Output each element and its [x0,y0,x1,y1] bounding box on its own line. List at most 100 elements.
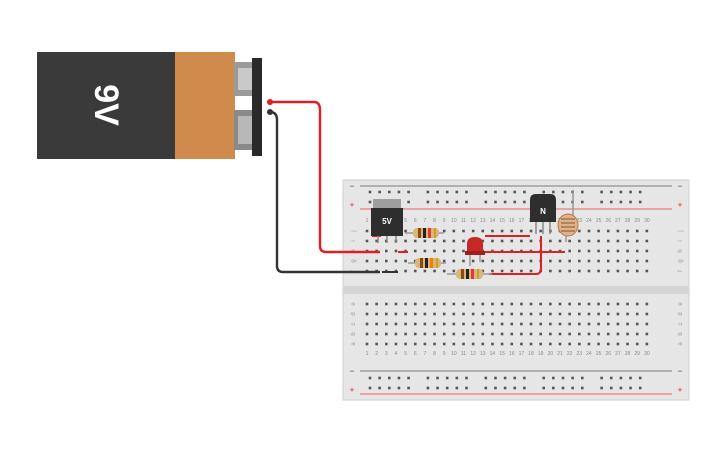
breadboard-hole[interactable] [442,342,446,346]
breadboard-hole[interactable] [520,302,523,306]
breadboard-hole[interactable] [520,312,523,316]
breadboard-hole[interactable] [520,322,523,326]
breadboard-hole[interactable] [433,249,436,253]
breadboard-hole[interactable] [462,312,465,316]
breadboard-hole[interactable] [375,259,378,263]
rail-hole[interactable] [609,376,613,380]
breadboard-hole[interactable] [568,332,571,336]
breadboard-hole[interactable] [500,302,504,306]
breadboard-hole[interactable] [626,249,629,253]
voltage-regulator[interactable]: 5V [371,199,403,243]
breadboard-hole[interactable] [597,269,600,273]
breadboard-hole[interactable] [423,312,427,316]
rail-hole[interactable] [542,190,545,194]
rail-hole[interactable] [484,200,488,204]
breadboard-hole[interactable] [597,332,600,336]
breadboard-hole[interactable] [394,259,398,263]
breadboard-hole[interactable] [645,302,649,306]
rail-hole[interactable] [368,200,372,204]
rail-hole[interactable] [494,200,497,204]
breadboard-hole[interactable] [510,302,514,306]
breadboard-hole[interactable] [404,342,407,346]
breadboard-hole[interactable] [491,302,494,306]
breadboard-hole[interactable] [404,302,407,306]
breadboard-hole[interactable] [413,269,417,273]
rail-hole[interactable] [407,200,410,204]
breadboard-hole[interactable] [558,259,562,263]
breadboard-hole[interactable] [481,259,485,263]
breadboard-hole[interactable] [645,229,649,233]
breadboard-hole[interactable] [616,259,620,263]
rail-hole[interactable] [494,376,497,380]
rail-hole[interactable] [571,376,574,380]
breadboard-hole[interactable] [385,249,388,253]
breadboard-hole[interactable] [587,302,591,306]
rail-hole[interactable] [561,376,565,380]
breadboard-hole[interactable] [606,322,610,326]
breadboard-hole[interactable] [635,332,639,336]
rail-hole[interactable] [378,386,381,390]
breadboard-hole[interactable] [375,239,378,243]
breadboard-hole[interactable] [549,302,552,306]
breadboard-hole[interactable] [500,239,504,243]
breadboard-hole[interactable] [587,342,591,346]
breadboard-hole[interactable] [452,239,456,243]
breadboard-hole[interactable] [626,269,629,273]
breadboard-hole[interactable] [433,342,436,346]
breadboard-hole[interactable] [606,342,610,346]
resistor-1[interactable] [405,228,444,238]
rail-hole[interactable] [581,386,584,390]
photoresistor[interactable] [557,190,579,242]
breadboard-hole[interactable] [385,259,388,263]
rail-hole[interactable] [397,386,401,390]
breadboard-hole[interactable] [568,342,571,346]
breadboard-hole[interactable] [578,229,581,233]
breadboard-hole[interactable] [375,312,378,316]
breadboard-hole[interactable] [365,229,369,233]
rail-hole[interactable] [523,386,526,390]
breadboard-hole[interactable] [635,269,639,273]
rail-hole[interactable] [609,200,613,204]
breadboard-hole[interactable] [529,332,533,336]
breadboard-hole[interactable] [442,332,446,336]
rail-hole[interactable] [561,190,565,194]
breadboard-hole[interactable] [510,332,514,336]
breadboard-hole[interactable] [471,259,475,263]
breadboard-hole[interactable] [481,342,485,346]
breadboard-hole[interactable] [520,269,523,273]
rail-hole[interactable] [426,190,430,194]
rail-hole[interactable] [407,376,410,380]
rail-hole[interactable] [407,386,410,390]
breadboard-hole[interactable] [549,239,552,243]
breadboard-hole[interactable] [558,312,562,316]
breadboard-hole[interactable] [500,332,504,336]
rail-hole[interactable] [581,190,584,194]
breadboard-hole[interactable] [578,302,581,306]
breadboard-hole[interactable] [510,229,514,233]
breadboard-hole[interactable] [491,259,494,263]
breadboard-hole[interactable] [433,332,436,336]
rail-hole[interactable] [436,190,439,194]
rail-hole[interactable] [368,190,372,194]
breadboard-hole[interactable] [578,239,581,243]
breadboard-hole[interactable] [433,269,436,273]
breadboard-hole[interactable] [491,269,494,273]
breadboard-hole[interactable] [365,332,369,336]
breadboard-hole[interactable] [394,302,398,306]
breadboard-hole[interactable] [578,259,581,263]
breadboard-hole[interactable] [433,239,436,243]
breadboard-hole[interactable] [549,342,552,346]
breadboard-hole[interactable] [558,322,562,326]
rail-hole[interactable] [397,376,401,380]
rail-hole[interactable] [513,376,517,380]
rail-hole[interactable] [494,190,497,194]
breadboard-hole[interactable] [385,302,388,306]
rail-hole[interactable] [388,190,391,194]
breadboard-hole[interactable] [606,239,610,243]
breadboard-hole[interactable] [529,239,533,243]
breadboard-hole[interactable] [578,342,581,346]
rail-hole[interactable] [407,190,410,194]
rail-hole[interactable] [552,386,555,390]
wire-black-battery-negative[interactable] [269,110,380,274]
